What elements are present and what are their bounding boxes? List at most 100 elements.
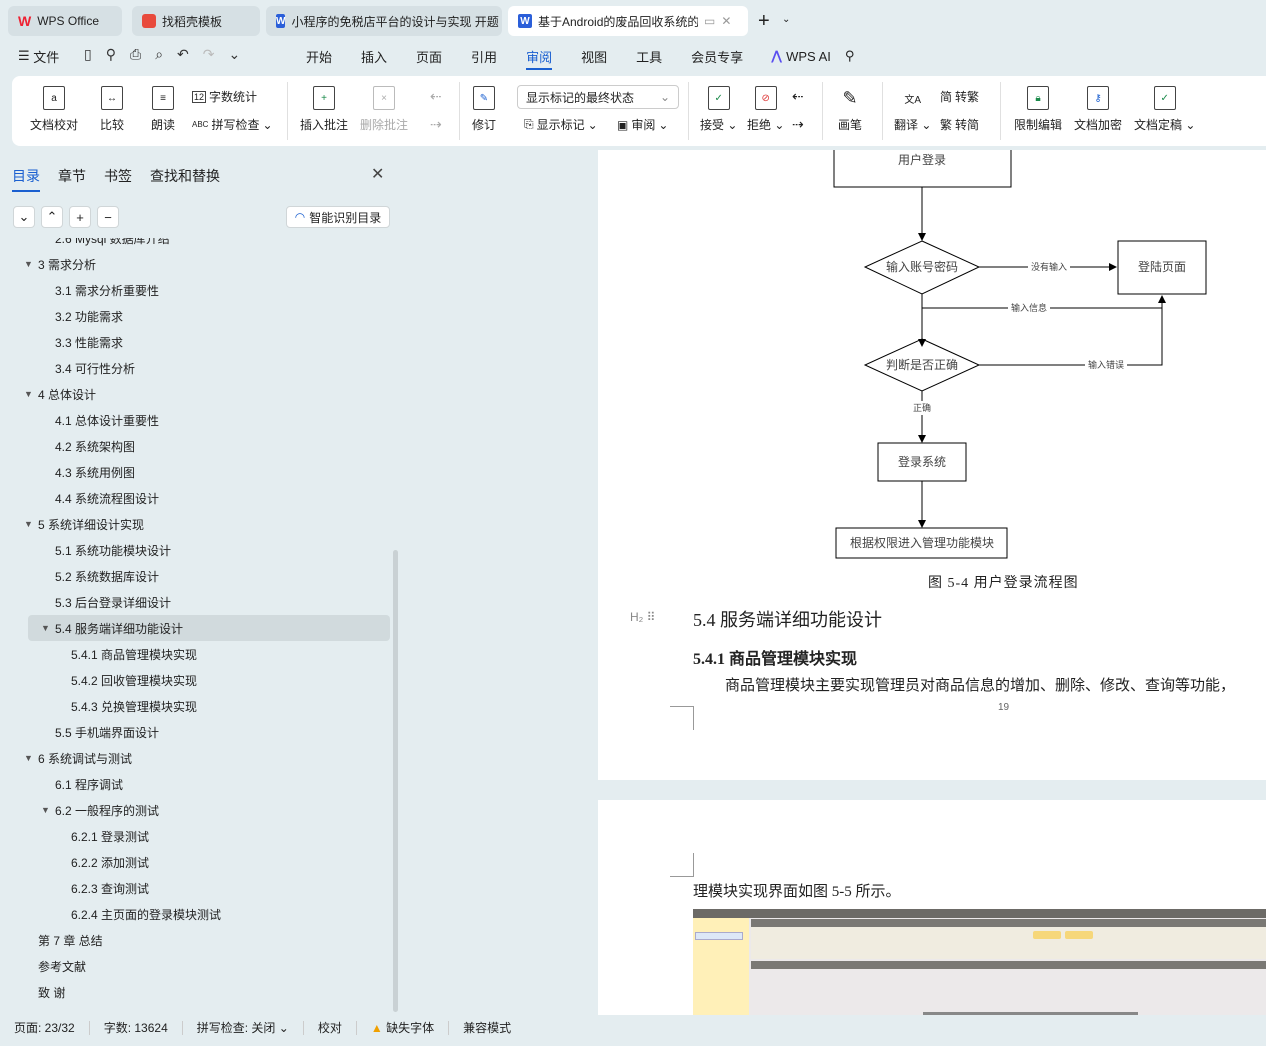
new-tab-icon[interactable]: + [758, 10, 770, 32]
remove-heading-button[interactable]: − [97, 206, 119, 228]
tab-templates[interactable]: 找稻壳模板 [132, 6, 260, 36]
markup-display-select[interactable]: 显示标记的最终状态⌄ [517, 85, 679, 109]
toc-item[interactable]: 5.4.3 兑换管理模块实现 [0, 693, 390, 719]
encrypt-button[interactable]: ⚷文档加密 [1074, 86, 1122, 133]
toc-item[interactable]: ▼6 系统调试与测试 [0, 745, 390, 771]
toc-item[interactable]: 3.1 需求分析重要性 [0, 277, 390, 303]
toc-item[interactable]: 5.5 手机端界面设计 [0, 719, 390, 745]
heading-5-4-1[interactable]: 5.4.1 商品管理模块实现 [693, 651, 858, 668]
toc-item[interactable]: 3.2 功能需求 [0, 303, 390, 329]
next-comment-icon[interactable]: ⇢ [430, 116, 442, 132]
more-icon[interactable]: ⌄ [228, 46, 241, 62]
to-traditional-button[interactable]: 简转繁 [940, 88, 979, 105]
menu-member[interactable]: 会员专享 [691, 49, 744, 65]
prev-change-icon[interactable]: ⇠ [792, 88, 804, 104]
chevron-down-icon[interactable]: ⌄ [782, 14, 791, 25]
print-preview-icon[interactable]: ⌕ [155, 46, 164, 62]
expand-arrow-icon[interactable]: ▼ [24, 259, 33, 269]
review-pane-button[interactable]: ▣审阅 ⌄ [617, 117, 669, 133]
proofread-status[interactable]: 校对 [304, 1020, 357, 1035]
share-icon[interactable]: ⚲ [105, 46, 116, 62]
to-simplified-button[interactable]: 繁转简 [940, 116, 979, 133]
toc-item[interactable]: 3.4 可行性分析 [0, 355, 390, 381]
missing-font-status[interactable]: ▲ 缺失字体 [357, 1020, 450, 1035]
body-paragraph[interactable]: 商品管理模块主要实现管理员对商品信息的增加、删除、修改、查询等功能， [725, 678, 1236, 694]
toc-item[interactable]: 4.3 系统用例图 [0, 459, 390, 485]
toc-item[interactable]: 6.2.3 查询测试 [0, 875, 390, 901]
tab-bookmarks[interactable]: 书签 [104, 168, 132, 184]
toc-item[interactable]: 3.3 性能需求 [0, 329, 390, 355]
menu-start[interactable]: 开始 [306, 49, 333, 65]
prev-comment-icon[interactable]: ⇠ [430, 88, 442, 104]
heading-5-4[interactable]: 5.4 服务端详细功能设计 [693, 610, 882, 630]
toc-item[interactable]: 致 谢 [0, 979, 390, 1005]
reject-button[interactable]: ⊘拒绝 ⌄ [747, 86, 784, 133]
menu-reference[interactable]: 引用 [471, 49, 498, 65]
toc-item[interactable]: 第 7 章 总结 [0, 927, 390, 953]
toc-item[interactable]: ▼3 需求分析 [0, 251, 390, 277]
menu-wps-ai[interactable]: WPS AI [786, 48, 831, 64]
delete-comment-button[interactable]: ×删除批注 [360, 86, 408, 133]
expand-arrow-icon[interactable]: ▼ [24, 389, 33, 399]
file-menu[interactable]: ☰ 文件 [18, 44, 59, 68]
toc-item[interactable]: 5.4.2 回收管理模块实现 [0, 667, 390, 693]
toc-item[interactable]: 5.1 系统功能模块设计 [0, 537, 390, 563]
expand-arrow-icon[interactable]: ▼ [41, 805, 50, 815]
spell-check-status[interactable]: 拼写检查: 关闭 ⌄ [183, 1020, 304, 1035]
toc-item[interactable]: 2.6 Mysql 数据库介绍 [0, 238, 390, 251]
next-change-icon[interactable]: ⇢ [792, 116, 804, 132]
close-pane-icon[interactable]: ✕ [371, 166, 385, 183]
accept-button[interactable]: ✓接受 ⌄ [700, 86, 737, 133]
toc-item[interactable]: 6.1 程序调试 [0, 771, 390, 797]
toc-item[interactable]: ▼6.2 一般程序的测试 [0, 797, 390, 823]
menu-insert[interactable]: 插入 [361, 49, 388, 65]
menu-tools[interactable]: 工具 [636, 49, 663, 65]
screen-icon[interactable]: ▭ [704, 14, 716, 28]
insert-comment-button[interactable]: +插入批注 [300, 86, 348, 133]
menu-review[interactable]: 审阅 [526, 47, 553, 70]
tab-toc[interactable]: 目录 [12, 166, 40, 192]
word-count[interactable]: 字数: 13624 [90, 1020, 183, 1035]
toc-item[interactable]: 参考文献 [0, 953, 390, 979]
undo-icon[interactable]: ↶ [177, 46, 189, 62]
toc-item[interactable]: 4.4 系统流程图设计 [0, 485, 390, 511]
toc-item[interactable]: 4.1 总体设计重要性 [0, 407, 390, 433]
print-icon[interactable]: ⎙ [129, 46, 142, 62]
toc-item[interactable]: 6.2.1 登录测试 [0, 823, 390, 849]
page-indicator[interactable]: 页面: 23/32 [0, 1020, 90, 1035]
expand-up-button[interactable]: ⌃ [41, 206, 63, 228]
toc-item[interactable]: ▼4 总体设计 [0, 381, 390, 407]
menu-page[interactable]: 页面 [416, 49, 443, 65]
redo-icon[interactable]: ↷ [202, 46, 215, 62]
expand-arrow-icon[interactable]: ▼ [24, 519, 33, 529]
toc-item[interactable]: ▼5 系统详细设计实现 [0, 511, 390, 537]
toc-item[interactable]: 5.4.1 商品管理模块实现 [0, 641, 390, 667]
restrict-editing-button[interactable]: 🔒︎限制编辑 [1014, 86, 1062, 133]
read-aloud-button[interactable]: ≡朗读 [151, 86, 175, 133]
add-heading-button[interactable]: + [69, 206, 91, 228]
smart-toc-button[interactable]: ◠智能识别目录 [286, 206, 390, 228]
toc-item[interactable]: 6.2.2 添加测试 [0, 849, 390, 875]
toc-item[interactable]: 4.2 系统架构图 [0, 433, 390, 459]
tab-sections[interactable]: 章节 [58, 168, 86, 184]
save-icon[interactable]: ▯ [84, 46, 92, 62]
close-tab-icon[interactable]: ✕ [721, 14, 732, 28]
pen-button[interactable]: ✎画笔 [838, 86, 862, 133]
toc-item[interactable]: 5.3 后台登录详细设计 [0, 589, 390, 615]
track-changes-button[interactable]: ✎修订 [472, 86, 496, 133]
menu-view[interactable]: 视图 [581, 49, 608, 65]
compare-button[interactable]: ↔比较 [100, 86, 124, 133]
toc-item[interactable]: 6.2.4 主页面的登录模块测试 [0, 901, 390, 927]
body-paragraph[interactable]: 理模块实现界面如图 5-5 所示。 [693, 884, 901, 900]
expand-arrow-icon[interactable]: ▼ [24, 753, 33, 763]
heading-style-icon[interactable]: H₂ ⠿ [630, 610, 656, 624]
tab-find-replace[interactable]: 查找和替换 [150, 168, 220, 184]
toc-scrollbar[interactable] [393, 550, 398, 1012]
toc-item[interactable]: 5.2 系统数据库设计 [0, 563, 390, 589]
